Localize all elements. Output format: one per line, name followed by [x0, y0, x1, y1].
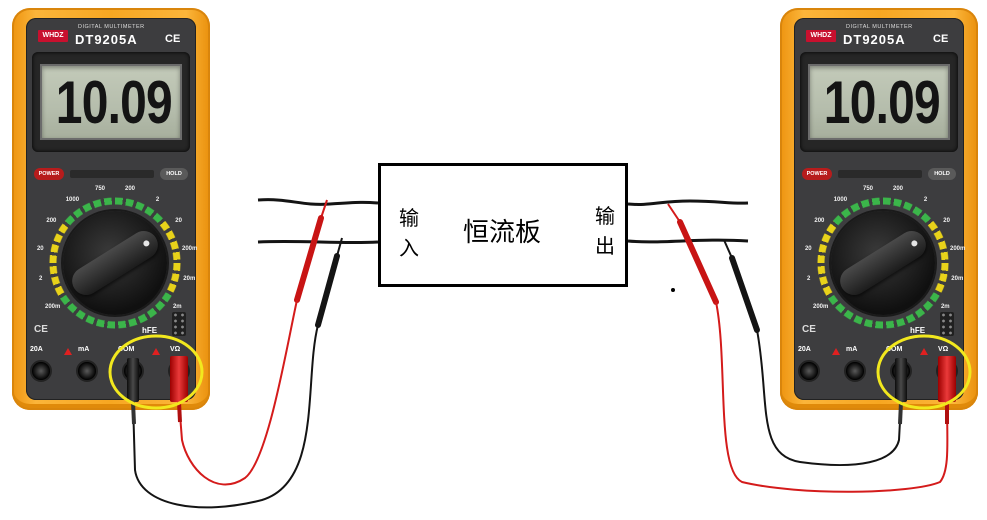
- meter-subtitle: DIGITAL MULTIMETER: [846, 24, 913, 30]
- dial-range-label: 750: [862, 185, 874, 192]
- lcd-reading: 10.09: [823, 69, 941, 136]
- dial-range-label: 200m: [45, 303, 61, 310]
- jack-label-20a: 20A: [30, 346, 43, 353]
- ce-top-mark: CE: [933, 33, 949, 45]
- lcd-display: 10.09: [808, 64, 950, 140]
- hfe-socket-icon: [940, 312, 954, 336]
- jack-label-ma: mA: [78, 346, 90, 353]
- red-test-plug: [938, 356, 956, 402]
- hfe-socket-icon: [172, 312, 186, 336]
- model-info-strip: [838, 170, 922, 178]
- dial-range-label: 2m: [940, 303, 950, 310]
- warning-icon: [920, 348, 928, 355]
- jack-20a: [798, 360, 820, 382]
- output-lead-upper: [627, 199, 749, 206]
- jack-ma: [76, 360, 98, 382]
- dial-range-label: 2: [923, 197, 928, 204]
- red-probe-left: [294, 215, 324, 303]
- output-label-char-2: 出: [595, 234, 615, 258]
- dial-range-label: 2: [155, 197, 160, 204]
- black-probe-tip-left: [336, 237, 343, 257]
- dial-range-label: 200: [892, 185, 904, 192]
- constant-current-board: 输 入 恒流板 输 出: [378, 163, 628, 287]
- lcd-display: 10.09: [40, 64, 182, 140]
- dial-labels: 200m 2 20 200 1000 750 200 2 20 200m 20m 2m: [12, 8, 210, 410]
- dial-range-label: 2m: [172, 303, 182, 310]
- dial-range-label: 200m: [813, 303, 829, 310]
- hold-button-icon: HOLD: [160, 168, 188, 180]
- ce-mark: CE: [34, 324, 48, 335]
- ce-mark: CE: [802, 324, 816, 335]
- dial-range-label: 20: [943, 218, 950, 225]
- jack-label-ma: mA: [846, 346, 858, 353]
- input-label-char-2: 入: [399, 236, 419, 260]
- jack-label-com: COM: [118, 346, 135, 353]
- hold-button-icon: HOLD: [928, 168, 956, 180]
- jack-label-com: COM: [886, 346, 903, 353]
- hfe-label: hFE: [142, 326, 158, 335]
- dial-range-label: 200: [124, 185, 136, 192]
- dial-range-label: 200: [814, 218, 825, 225]
- black-probe-tip-right: [723, 239, 733, 259]
- rotary-dial-icon: [831, 211, 935, 315]
- power-button-icon: POWER: [34, 168, 64, 180]
- black-test-plug: [895, 358, 907, 402]
- brand-logo: WHDZ: [806, 30, 836, 42]
- dial-range-label: 20: [36, 246, 44, 253]
- dial-range-label: 200: [46, 218, 57, 225]
- ce-top-mark: CE: [165, 33, 181, 45]
- jack-ma: [844, 360, 866, 382]
- jack-label-vohm: VΩ: [938, 346, 949, 353]
- input-lead-upper: [257, 198, 379, 206]
- dial-range-label: 20m: [951, 276, 964, 283]
- meter-subtitle: DIGITAL MULTIMETER: [78, 24, 145, 30]
- red-probe-tip-right: [667, 203, 681, 223]
- output-lead-lower: [627, 238, 749, 244]
- jack-label-20a: 20A: [798, 346, 811, 353]
- dial-range-label: 2: [39, 276, 43, 283]
- power-button-icon: POWER: [802, 168, 832, 180]
- red-probe-tip-left: [320, 199, 328, 219]
- multimeter-right: WHDZ DIGITAL MULTIMETER DT9205A CE 10.09…: [780, 8, 978, 410]
- dial-range-label: 20: [804, 246, 812, 253]
- dial-range-label: 750: [94, 185, 106, 192]
- board-title: 恒流板: [463, 218, 542, 248]
- dial-range-label: 1000: [833, 197, 848, 204]
- brand-logo: WHDZ: [38, 30, 68, 42]
- dial-range-label: 20m: [183, 276, 196, 283]
- multimeter-left: WHDZ DIGITAL MULTIMETER DT9205A CE 10.09…: [12, 8, 210, 410]
- black-probe-left: [315, 253, 340, 328]
- warning-icon: [152, 348, 160, 355]
- meter-model: DT9205A: [75, 32, 138, 47]
- black-test-plug: [127, 358, 139, 402]
- meter-model: DT9205A: [843, 32, 906, 47]
- dial-range-label: 200m: [950, 246, 966, 253]
- warning-icon: [64, 348, 72, 355]
- lcd-reading: 10.09: [55, 69, 173, 136]
- model-info-strip: [70, 170, 154, 178]
- rotary-dial-icon: [63, 211, 167, 315]
- dial-range-label: 200m: [182, 246, 198, 253]
- jack-20a: [30, 360, 52, 382]
- hfe-label: hFE: [910, 326, 926, 335]
- output-label-char-1: 输: [595, 204, 615, 228]
- dial-range-label: 2: [807, 276, 811, 283]
- input-lead-lower: [257, 239, 379, 245]
- black-probe-right: [729, 255, 760, 333]
- input-label-char-1: 输: [399, 206, 419, 230]
- dial-range-label: 20: [175, 218, 182, 225]
- red-probe-right: [677, 219, 719, 305]
- red-test-plug: [170, 356, 188, 402]
- warning-icon: [832, 348, 840, 355]
- jack-label-vohm: VΩ: [170, 346, 181, 353]
- stray-dot: [671, 288, 675, 292]
- dial-range-label: 1000: [65, 197, 80, 204]
